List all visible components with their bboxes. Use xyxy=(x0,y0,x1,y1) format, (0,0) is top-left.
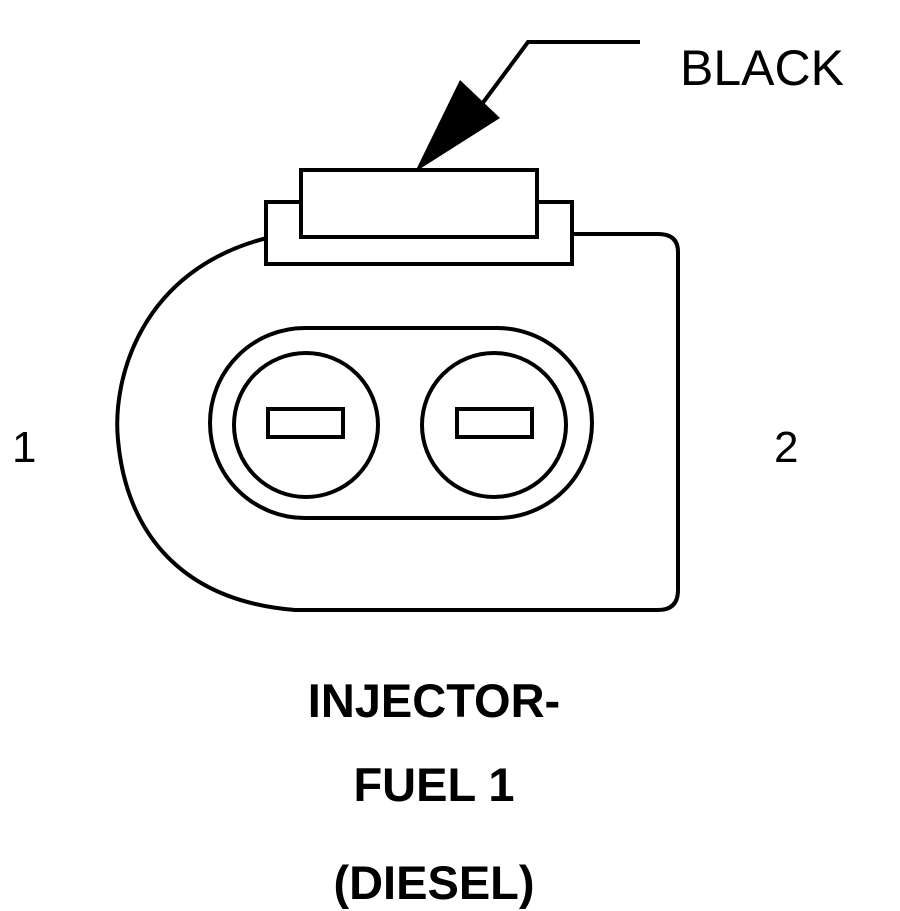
pin-2-terminal xyxy=(455,407,534,439)
connector-color-label: BLACK xyxy=(680,40,844,96)
connector-latch-top xyxy=(299,168,539,239)
color-callout-arrowhead xyxy=(415,80,500,172)
pin-1-terminal xyxy=(266,407,345,439)
pin-1-label: 1 xyxy=(12,423,37,472)
connector-title-line-1: INJECTOR- xyxy=(307,674,561,727)
terminal-cavity-outline xyxy=(208,326,594,520)
pin-1-cavity xyxy=(232,351,380,499)
pin-2-cavity xyxy=(420,351,568,499)
connector-body-outline xyxy=(115,232,680,612)
connector-title-line-3: (DIESEL) xyxy=(333,856,535,909)
color-callout-leader-line xyxy=(480,40,640,106)
pin-2-label: 2 xyxy=(774,423,799,472)
connector-title-line-2: FUEL 1 xyxy=(353,758,515,811)
